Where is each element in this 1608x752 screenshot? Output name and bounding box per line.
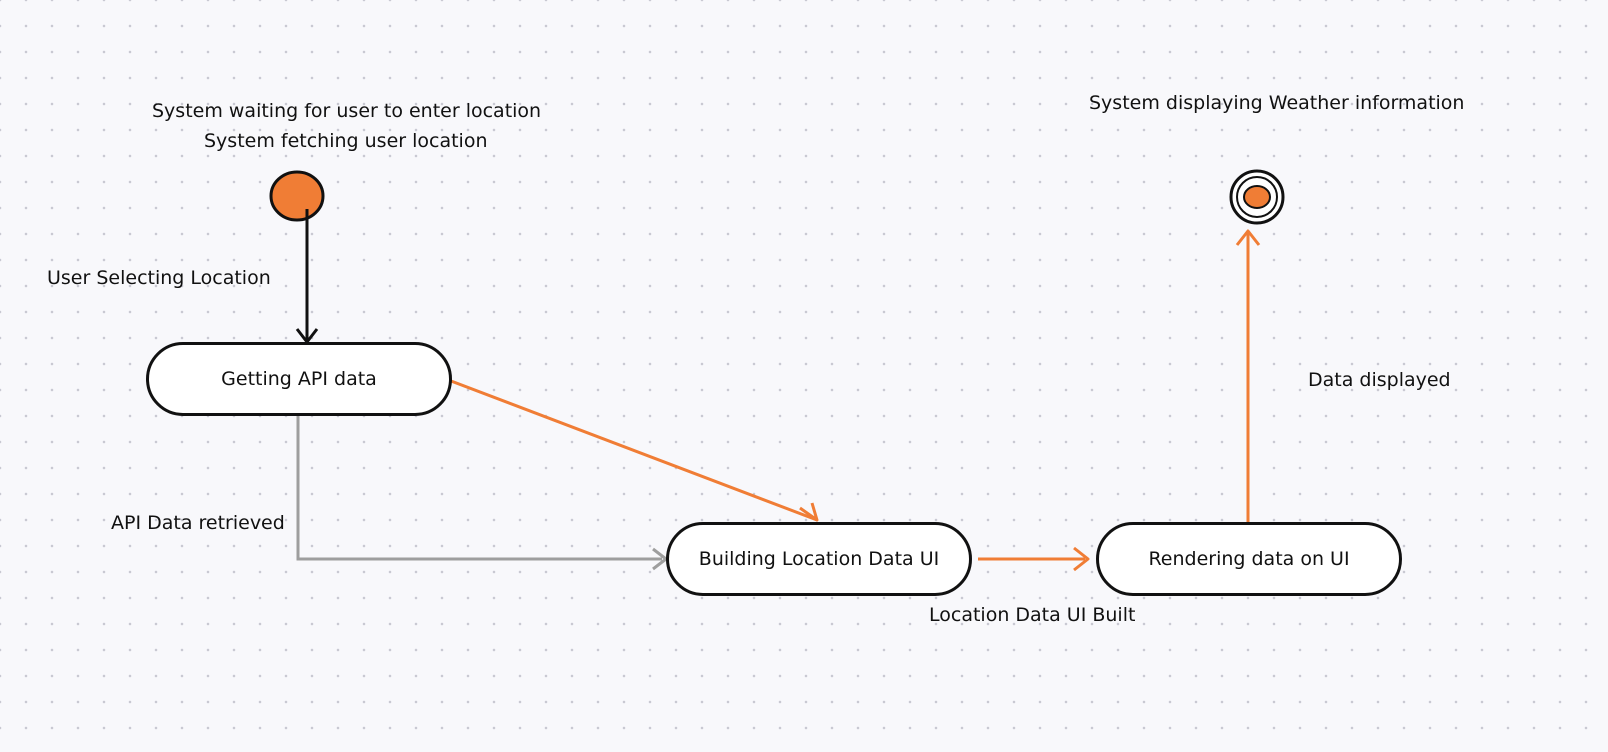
transition-label-user-selecting-location: User Selecting Location	[47, 267, 271, 289]
transition-user-selecting-location[interactable]	[295, 209, 319, 344]
start-state-label-line-1: System waiting for user to enter locatio…	[152, 100, 542, 122]
transition-api-data-retrieved[interactable]	[296, 414, 668, 571]
state-getting-api-data[interactable]: Getting API data	[146, 342, 452, 416]
transition-diagonal[interactable]	[450, 379, 819, 522]
transition-label-data-displayed: Data displayed	[1308, 369, 1451, 391]
transition-data-displayed[interactable]	[1235, 229, 1261, 522]
transition-location-data-ui-built[interactable]	[978, 546, 1090, 572]
transition-label-api-data-retrieved: API Data retrieved	[111, 512, 285, 534]
state-building-location-data-ui[interactable]: Building Location Data UI	[666, 522, 972, 596]
transition-label-location-data-ui-built: Location Data UI Built	[929, 604, 1136, 626]
end-state-label: System displaying Weather information	[1089, 92, 1465, 114]
start-state-node[interactable]	[269, 170, 325, 222]
state-rendering-data-on-ui[interactable]: Rendering data on UI	[1096, 522, 1402, 596]
start-state-label-line-2: System fetching user location	[204, 130, 488, 152]
end-state-node[interactable]	[1229, 169, 1285, 225]
